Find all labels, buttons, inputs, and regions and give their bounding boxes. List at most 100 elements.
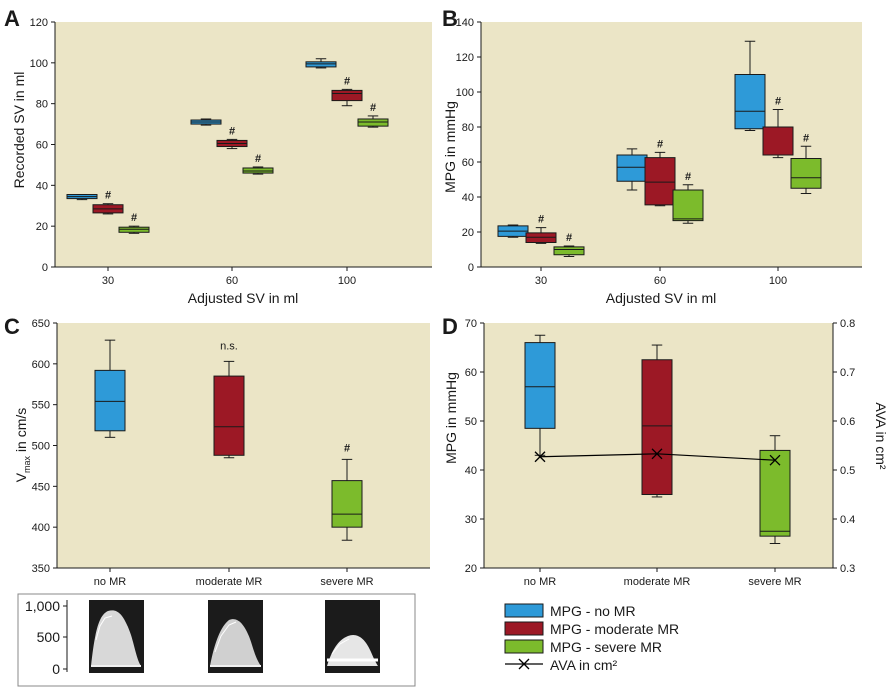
panel-d-box-mpg-severe-mr-box [759, 449, 791, 537]
legend-item-ava-in-cm: AVA in cm² [505, 657, 618, 673]
panel-a-box-severe-mr-60-significance: # [255, 153, 261, 165]
panel-a-y-tick-label: 0 [42, 262, 48, 274]
panel-c-box-severe-mr [331, 458, 363, 541]
panel-a-boxes: ###### [66, 58, 389, 234]
panel-b-box-no-mr-100 [734, 40, 766, 131]
panel-b-box-no-mr-30 [497, 224, 529, 238]
legend-item-ava-in-cm-marker-stroke-b [518, 658, 530, 670]
panel-c-y-tick-label: 600 [32, 359, 50, 371]
panel-b-box-moderate-mr-60 [644, 151, 676, 207]
panel-a-box-severe-mr-100 [357, 115, 389, 128]
panel-b-box-severe-mr-30-significance: # [566, 232, 572, 244]
panel-b-box-severe-mr-30-box [553, 246, 585, 256]
panel-a-y-tick-label: 20 [36, 221, 48, 233]
panel-d-y-right-tick-label: 0.6 [840, 416, 855, 428]
doppler-tick-1000: 1,000 [25, 598, 60, 614]
panel-a-box-moderate-mr-100-box [331, 89, 363, 102]
panel-b-box-moderate-mr-60-box [644, 157, 676, 206]
legend-item-mpg-severe-mr: MPG - severe MR [504, 639, 662, 655]
doppler-tick-500: 500 [37, 629, 61, 645]
panel-a-box-severe-mr-30-significance: # [131, 212, 137, 224]
doppler-trace-no-mr-icon [89, 600, 144, 673]
panel-a-box-severe-mr-30-box [118, 226, 150, 233]
panel-b-box-severe-mr-60 [672, 184, 704, 224]
panel-letter-c: C [4, 314, 20, 339]
panel-d-y-left-tick-label: 40 [465, 465, 477, 477]
panel-b-y-tick-label: 100 [456, 87, 474, 99]
panel-a-box-no-mr-100 [305, 58, 337, 69]
panel-c-y-label: Vmax in cm/s [13, 408, 32, 483]
panel-a-y-tick-label: 40 [36, 180, 48, 192]
panel-c-y-tick-label: 400 [32, 522, 50, 534]
panel-b-box-severe-mr-100 [790, 145, 822, 194]
panel-a-box-moderate-mr-30 [92, 203, 124, 215]
panel-a-y-tick-label: 120 [30, 17, 48, 29]
doppler-trace-severe-mr-icon [325, 600, 380, 673]
panel-letter-b: B [442, 6, 458, 31]
panel-b-box-moderate-mr-60-significance: # [657, 138, 663, 150]
panel-d-ava-marker-stroke-b [651, 448, 663, 460]
panel-d-y-label-left: MPG in mmHg [443, 372, 459, 464]
panel-d-ava-marker-stroke-b [769, 454, 781, 466]
panel-d-y-right-tick-label: 0.5 [840, 465, 855, 477]
panel-a-box-severe-mr-60 [242, 166, 274, 175]
panel-d-x-tick-label-severe-mr: severe MR [748, 576, 801, 588]
panel-a-box-severe-mr-60-box [242, 167, 274, 174]
panel-d-x-tick-label-moderate-mr: moderate MR [624, 576, 691, 588]
panel-d-y-right-tick-label: 0.8 [840, 318, 855, 330]
panel-d-y-left-tick-label: 50 [465, 416, 477, 428]
panel-a-x-label: Adjusted SV in ml [188, 290, 299, 306]
panel-d-ava-marker-severe-mr [769, 454, 781, 466]
panel-b-x-tick-label-60: 60 [654, 275, 666, 287]
panel-b-box-moderate-mr-30-significance: # [538, 214, 544, 226]
panel-c-box-no-mr-box [94, 369, 126, 432]
panel-b-y-tick-label: 80 [462, 122, 474, 134]
panel-d-box-mpg-moderate-mr-box [641, 359, 673, 495]
panel-d-box-mpg-no-mr-box [524, 342, 556, 429]
panel-b-box-no-mr-60 [616, 148, 648, 191]
panel-b-y-tick-label: 120 [456, 52, 474, 64]
panel-b-y-label: MPG in mmHg [442, 101, 458, 193]
legend-item-mpg-moderate-mr-swatch [504, 621, 544, 636]
panel-a-box-no-mr-60 [190, 118, 222, 126]
panel-b-x-tick-label-30: 30 [535, 275, 547, 287]
panel-c-y-tick-label: 350 [32, 563, 50, 575]
panel-b-y-tick-label: 140 [456, 17, 474, 29]
panel-d-ava-marker-moderate-mr [651, 448, 663, 460]
panel-b-box-severe-mr-60-box [672, 189, 704, 222]
panel-a-x-tick-label-30: 30 [102, 275, 114, 287]
panel-a-box-moderate-mr-60-significance: # [229, 125, 235, 137]
panel-b-box-severe-mr-30 [553, 245, 585, 257]
panel-a-x-tick-label-60: 60 [226, 275, 238, 287]
panel-c-box-moderate-mr-annotation: n.s. [220, 340, 238, 352]
panel-a-box-moderate-mr-60 [216, 138, 248, 150]
panel-c-box-severe-mr-box [331, 480, 363, 528]
panel-d-y-left-tick-label: 60 [465, 367, 477, 379]
panel-d-x-tick-label-no-mr: no MR [524, 576, 556, 588]
panel-d-box-mpg-severe-mr [759, 435, 791, 544]
panel-d-ava-line [534, 448, 781, 466]
panel-c-box-no-mr [94, 339, 126, 438]
panel-b-box-severe-mr-60-significance: # [685, 171, 691, 183]
panel-c-y-label-main: V [13, 472, 29, 482]
panel-c-y-tick-label: 500 [32, 441, 50, 453]
panel-a-y-tick-label: 60 [36, 140, 48, 152]
panel-a-box-moderate-mr-100 [331, 88, 363, 107]
doppler-tick-0: 0 [52, 661, 60, 677]
panel-c-y-label-sub: max [22, 455, 32, 473]
panel-d-x-axis: no MR moderate MR severe MR [484, 567, 833, 588]
doppler-trace-moderate-mr-icon [208, 600, 263, 673]
panel-b-box-moderate-mr-100-box [762, 126, 794, 156]
panel-b-box-no-mr-60-box [616, 154, 648, 182]
panel-b-y-tick-label: 0 [468, 262, 474, 274]
panel-a-box-moderate-mr-100-significance: # [344, 75, 350, 87]
panel-d-box-mpg-no-mr [524, 334, 556, 456]
